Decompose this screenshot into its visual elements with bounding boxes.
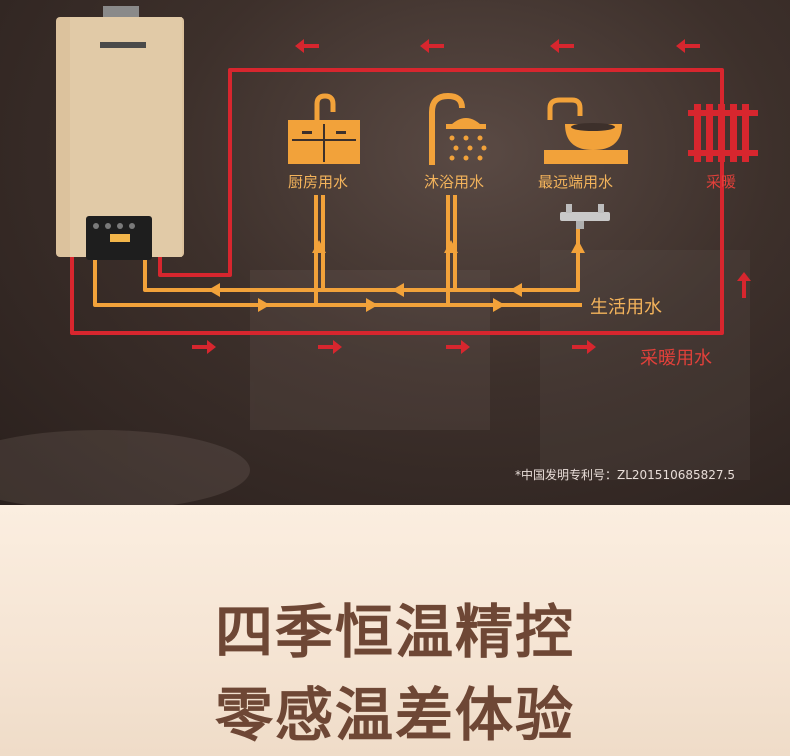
- mixing-valve: [560, 204, 610, 229]
- display-screen: [110, 234, 130, 242]
- heating-water-label: 采暖用水: [640, 348, 712, 369]
- arrow-right: [258, 298, 270, 312]
- radiator-icon: [688, 104, 758, 162]
- arrow-up: [312, 240, 326, 253]
- heating-flow-arrows: [192, 39, 751, 354]
- headline-line-1: 四季恒温精控: [214, 598, 575, 666]
- arrow-right: [366, 298, 378, 312]
- kitchen-label: 厨房用水: [288, 173, 349, 191]
- arrow-right: [493, 298, 505, 312]
- domestic-flow-arrows: [208, 240, 585, 312]
- kitchen-icon: [288, 93, 360, 164]
- arrow-right: [192, 340, 216, 354]
- arrow-left: [420, 39, 444, 53]
- water-circulation-diagram: [0, 6, 758, 505]
- flue-pipe: [103, 6, 139, 20]
- basin-icon: [544, 97, 628, 164]
- water-heater: [56, 6, 184, 260]
- arrow-left: [392, 283, 404, 297]
- arrow-up: [444, 240, 458, 253]
- domestic-water-label: 生活用水: [590, 297, 662, 318]
- arrow-left: [550, 39, 574, 53]
- arrow-up: [571, 240, 585, 253]
- shower-label: 沐浴用水: [424, 173, 485, 191]
- arrow-right: [446, 340, 470, 354]
- brand-logo: [100, 42, 146, 48]
- heating-label: 采暖: [706, 173, 737, 191]
- headline-line-2: 零感温差体验: [214, 681, 575, 749]
- farthest-label: 最远端用水: [538, 173, 614, 191]
- arrow-right: [572, 340, 596, 354]
- arrow-left: [295, 39, 319, 53]
- patent-note: *中国发明专利号：ZL201510685827.5: [515, 468, 735, 482]
- heating-loop: [70, 68, 724, 335]
- arrow-left: [510, 283, 522, 297]
- shower-icon: [429, 92, 487, 165]
- headline-panel: [0, 505, 790, 756]
- arrow-left: [676, 39, 700, 53]
- arrow-left: [208, 283, 220, 297]
- arrow-up: [737, 272, 751, 298]
- domestic-loop: [93, 195, 582, 307]
- arrow-right: [318, 340, 342, 354]
